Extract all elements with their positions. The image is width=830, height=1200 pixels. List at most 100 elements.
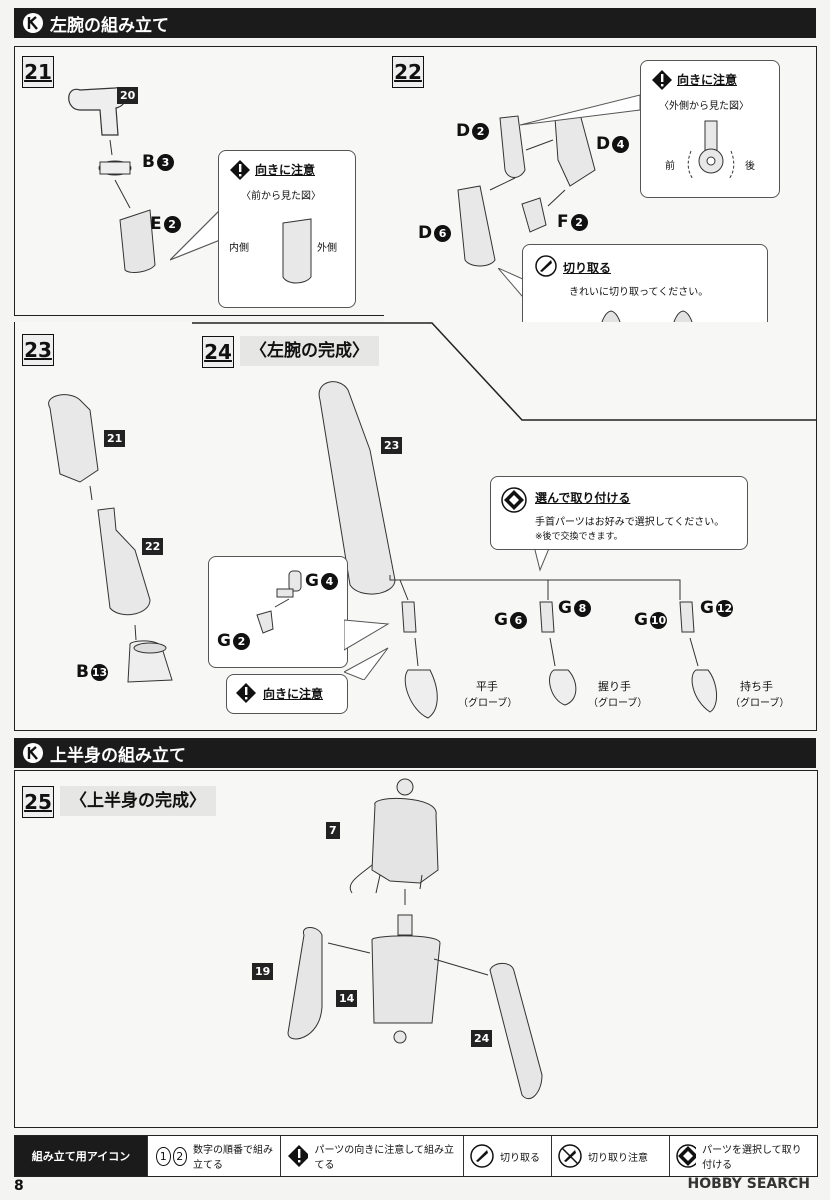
- step-number-24: 24: [202, 336, 234, 368]
- part-e-number: 2: [163, 215, 181, 233]
- part-d6-letter: D: [418, 223, 433, 243]
- hand-holding-sub: （グローブ）: [730, 698, 790, 709]
- part-d6-number: 6: [434, 224, 452, 242]
- part-f2-letter: F: [557, 212, 569, 232]
- legend-direction: パーツの向きに注意して組み立てる: [280, 1136, 463, 1176]
- cut-title: 切り取る: [563, 261, 612, 275]
- inner-label: 内側: [229, 243, 249, 254]
- part-22-label: 22: [142, 538, 164, 555]
- callout-pointer-22: [520, 94, 641, 126]
- part-21-label: 21: [104, 430, 126, 447]
- callout-pointer-choose: [533, 546, 551, 572]
- assembly-icons-legend: 組み立て用アイコン 1 2 数字の順番で組み立てる パーツの向きに注意して組み立…: [14, 1135, 818, 1177]
- part-b-letter: B: [142, 152, 155, 172]
- part-d2-letter: D: [456, 121, 471, 141]
- note-title-21: 向きに注意: [255, 163, 316, 177]
- choose-note-text: ※後で交換できます。: [535, 532, 623, 542]
- hand-flat-label: 平手: [476, 680, 498, 693]
- side-view-part-drawing: [687, 120, 735, 180]
- part-b-number: 3: [156, 153, 174, 171]
- upper-body-assembly-drawing: [287, 778, 543, 1100]
- kotobukiya-k-icon: [23, 13, 43, 33]
- hand-holding-label: 持ち手: [740, 680, 773, 693]
- legend-select-text: パーツを選択して取り付ける: [702, 1145, 802, 1171]
- part-19-label: 19: [252, 963, 274, 980]
- part-g2-number: 2: [232, 632, 250, 650]
- step-number-23: 23: [22, 334, 54, 366]
- hand-fist-label: 握り手: [598, 680, 631, 693]
- legend-order-text: 数字の順番で組み立てる: [193, 1145, 274, 1171]
- part-g8-letter: G: [558, 598, 572, 618]
- part-20-label: 20: [117, 87, 139, 104]
- step-number-25: 25: [22, 786, 54, 818]
- part-g2-letter: G: [217, 631, 231, 651]
- choose-note: 選んで取り付ける 手首パーツはお好みで選択してください。 ※後で交換できます。: [490, 476, 748, 550]
- direction-note-24: 向きに注意: [226, 674, 348, 714]
- part-24-label: 24: [471, 1030, 493, 1047]
- part-23-label: 23: [381, 437, 403, 454]
- warning-icon: [230, 160, 250, 180]
- step-22-parts-drawing: [457, 113, 596, 267]
- part-d4-letter: D: [596, 134, 611, 154]
- step-number-21: 21: [22, 56, 54, 88]
- section-title-left-arm: 左腕の組み立て: [50, 15, 169, 36]
- step-24-top-border: [192, 322, 816, 421]
- part-e-letter: E: [150, 214, 162, 234]
- cut-icon: [535, 255, 557, 277]
- legend-cut-care: 切り取り注意: [551, 1136, 669, 1176]
- warning-icon: [236, 683, 256, 703]
- section-bar-upper-body: 上半身の組み立て: [14, 738, 816, 768]
- hand-flat-sub: （グローブ）: [458, 698, 518, 709]
- legend-num-2: 2: [172, 1146, 188, 1166]
- part-g8-number: 8: [573, 599, 591, 617]
- part-g4-letter: G: [305, 571, 319, 591]
- part-d4-number: 4: [612, 135, 630, 153]
- cut-text: きれいに切り取ってください。: [569, 287, 709, 298]
- legend-cut-text: 切り取る: [500, 1152, 540, 1164]
- note-title-22: 向きに注意: [677, 73, 738, 87]
- section-title-upper-body: 上半身の組み立て: [50, 745, 186, 766]
- choose-title: 選んで取り付ける: [535, 491, 631, 505]
- part-g6-letter: G: [494, 610, 508, 630]
- wrist-parts-drawing: [256, 570, 302, 634]
- legend-order: 1 2 数字の順番で組み立てる: [147, 1136, 280, 1176]
- direction-note-21: 向きに注意 〈前から見た図〉 内側 外側: [218, 150, 356, 308]
- legend-num-1: 1: [156, 1146, 171, 1166]
- part-g6-number: 6: [509, 611, 527, 629]
- step-24-assembly-drawing: [318, 381, 717, 719]
- part-f2-number: 2: [570, 213, 588, 231]
- part-g4-number: 4: [320, 572, 338, 590]
- legend-select: パーツを選択して取り付ける: [669, 1136, 817, 1176]
- watermark: HOBBY SEARCH: [687, 1176, 810, 1192]
- callout-pointer-wrist: [344, 619, 390, 680]
- front-view-part-drawing: [282, 218, 312, 284]
- direction-note-22: 向きに注意 〈外側から見た図〉 前 後: [640, 60, 780, 198]
- step-21-parts-drawing: [68, 87, 156, 273]
- part-g12-number: 12: [715, 599, 733, 617]
- note-title-24: 向きに注意: [263, 687, 324, 701]
- cut-icon: [470, 1144, 494, 1168]
- legend-head: 組み立て用アイコン: [15, 1136, 147, 1176]
- part-7-label: 7: [326, 822, 340, 839]
- choose-text: 手首パーツはお好みで選択してください。: [535, 517, 725, 528]
- section-bar-left-arm: 左腕の組み立て: [14, 8, 816, 38]
- part-g10-number: 10: [649, 611, 667, 629]
- legend-cut: 切り取る: [463, 1136, 551, 1176]
- select-icon: [501, 487, 527, 513]
- part-g12-letter: G: [700, 598, 714, 618]
- part-g10-letter: G: [634, 610, 648, 630]
- hand-fist-sub: （グローブ）: [588, 698, 648, 709]
- part-b13-letter: B: [76, 662, 89, 682]
